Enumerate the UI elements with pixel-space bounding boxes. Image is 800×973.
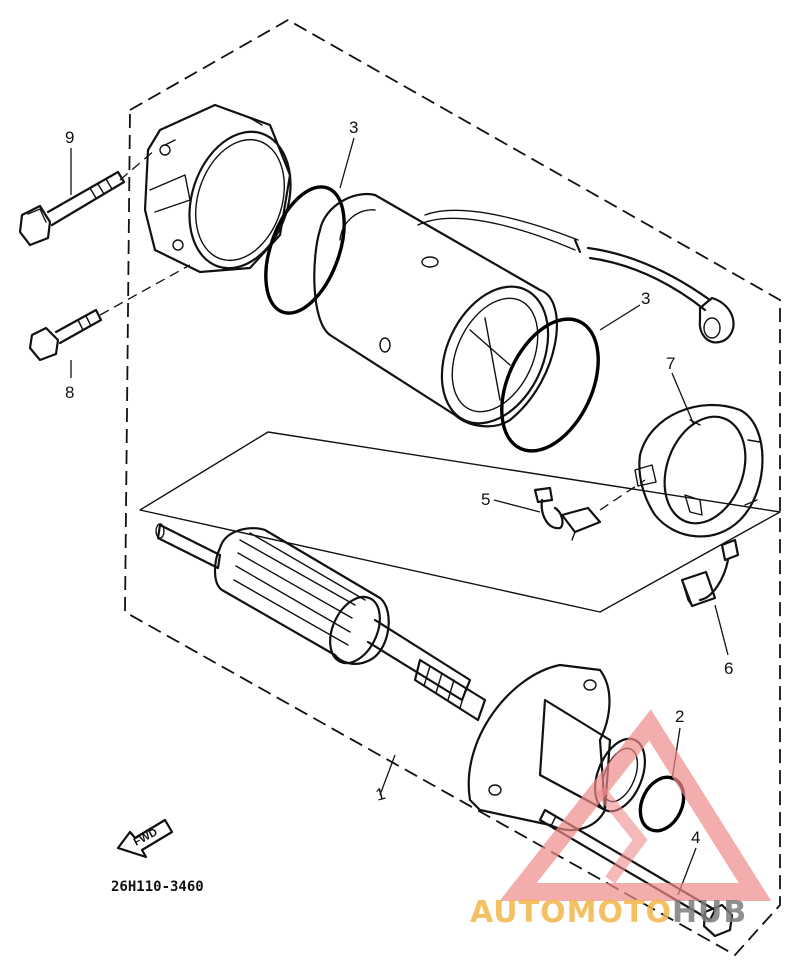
callout-1: 1	[374, 784, 388, 805]
lead-wire	[573, 238, 735, 344]
o-ring-3-right	[500, 317, 600, 453]
callout-5: 5	[481, 490, 490, 509]
callout-6: 6	[724, 659, 733, 678]
rear-end-cover	[143, 103, 292, 274]
armature	[155, 523, 487, 722]
o-ring-3-left	[264, 185, 346, 315]
armature-group-boundary	[139, 431, 781, 613]
callout-4: 4	[691, 828, 700, 847]
brush-6	[680, 538, 740, 608]
fwd-arrow-icon: FWD	[116, 818, 174, 859]
bolt-9	[18, 170, 126, 247]
callout-8: 8	[65, 383, 74, 402]
callout-3-left: 3	[349, 118, 358, 137]
fwd-label: FWD	[132, 826, 160, 848]
callout-9: 9	[65, 128, 74, 147]
watermark-logo: AUTOMOTOHUB	[470, 709, 772, 930]
bolt-8	[28, 308, 103, 362]
watermark-triangle-icon	[499, 709, 772, 901]
callout-2: 2	[675, 707, 684, 726]
callout-3-right: 3	[641, 289, 650, 308]
svg-text:AUTOMOTOHUB: AUTOMOTOHUB	[470, 895, 747, 930]
watermark-text-accent: HUB	[672, 895, 747, 930]
brush-holder-plate-7	[634, 403, 764, 538]
callout-numbers: 9 8 3 3 7 5 6 2 1 4	[65, 118, 733, 847]
part-code: 26H110-3460	[111, 879, 204, 895]
assembly-boundary	[124, 18, 781, 957]
watermark-text-main: AUTOMOTO	[470, 895, 672, 930]
motor-yoke	[313, 192, 579, 428]
callout-7: 7	[666, 354, 675, 373]
brush-5	[533, 486, 602, 541]
